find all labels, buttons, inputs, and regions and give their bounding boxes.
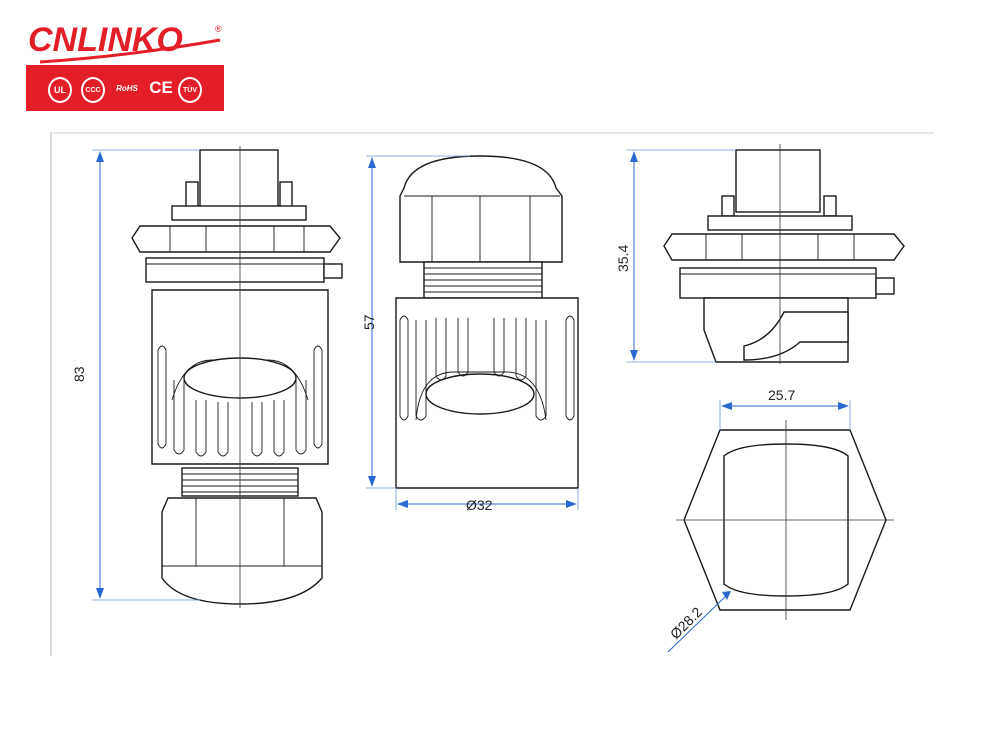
dim-panel-height: 35.4 — [615, 245, 631, 272]
cable-gland-nut — [161, 497, 323, 605]
plug-grip-ribs — [399, 315, 575, 421]
mounting-flange — [145, 257, 325, 283]
registered-mark: ® — [215, 24, 222, 34]
dim-plug-length: 57 — [361, 314, 377, 330]
logo-swoosh — [39, 38, 221, 64]
hex-panel-nut — [131, 225, 341, 253]
panel-cutout-view: 25.7 Ø28.2 — [667, 387, 894, 653]
receptacle-flange — [679, 267, 877, 299]
receptacle-clip-right — [823, 195, 837, 217]
receptacle-latch-tab — [875, 277, 895, 295]
brand-name: CNLINKO — [28, 21, 183, 59]
dim-line-hole-diameter — [667, 591, 731, 653]
tuv-mark: TÜV — [178, 77, 202, 103]
plug-gland-nut — [399, 155, 563, 263]
certification-band: UL CCC RoHS CE TÜV — [26, 65, 224, 111]
dim-plug-diameter: Ø32 — [466, 497, 493, 513]
dim-hole-diameter: Ø28.2 — [667, 604, 705, 642]
panel-washer — [171, 205, 307, 221]
ul-mark: UL — [48, 77, 72, 103]
latch-tab — [323, 263, 343, 279]
receptacle-stub — [199, 149, 279, 213]
receptacle-hex-nut — [663, 233, 905, 261]
side-view-assembled: 83 — [71, 146, 343, 608]
receptacle-top-stub — [735, 149, 821, 213]
ccc-mark: CCC — [81, 77, 105, 103]
rohs-mark: RoHS — [116, 83, 138, 93]
ce-mark: CE — [149, 78, 173, 97]
side-view-receptacle: 35.4 — [615, 144, 905, 364]
side-view-plug: 57 Ø32 — [361, 155, 579, 513]
receptacle-clip-left — [721, 195, 735, 217]
dim-overall-length: 83 — [71, 366, 87, 382]
grip-ribs — [157, 345, 323, 457]
receptacle-bayonet-cam — [743, 311, 849, 361]
plug-thread-lines — [424, 267, 542, 293]
logo-wordmark-area: CNLINKO ® — [26, 19, 224, 65]
dim-flat-width: 25.7 — [768, 387, 795, 403]
brand-logo: CNLINKO ® UL CCC RoHS CE TÜV — [26, 19, 224, 111]
